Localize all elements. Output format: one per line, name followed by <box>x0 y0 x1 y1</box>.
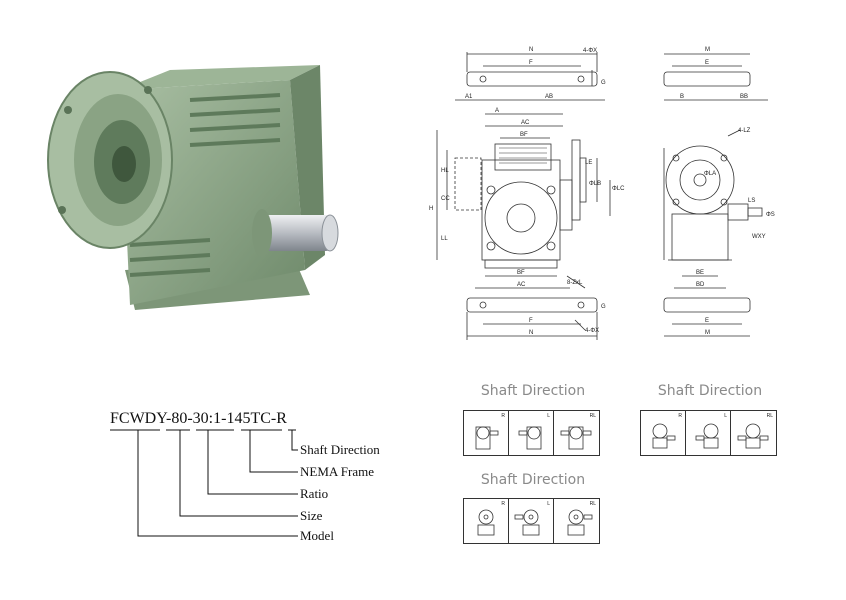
dim-wxy: WXY <box>752 234 766 240</box>
cell-label: R <box>501 501 505 507</box>
dim-cc: CC <box>441 196 450 202</box>
dim-8zxl: 8-ZxL <box>567 280 583 286</box>
dim-a1: A1 <box>465 94 473 100</box>
dim-ac-bottom: AC <box>517 282 526 288</box>
dim-be: BE <box>696 270 704 276</box>
dim-4lz: 4-LZ <box>738 128 751 134</box>
dim-lb: ΦLB <box>589 181 601 187</box>
dim-f-bottom: F <box>529 318 533 324</box>
dim-le: LE <box>585 160 592 166</box>
cell-label: RL <box>766 413 773 419</box>
dim-m-bottom: M <box>705 330 710 336</box>
code-sep: - <box>270 410 277 427</box>
shaft-direction-cell-l: L <box>686 411 731 455</box>
dim-e-bottom: E <box>705 318 709 324</box>
code-ratio: 30:1 <box>192 410 222 427</box>
shaft-direction-cell-rl: RL <box>554 499 599 543</box>
shaft-direction-group-1: R L RL <box>463 410 600 456</box>
dim-h: H <box>429 206 433 212</box>
dim-m-top: M <box>705 47 710 53</box>
shaft-direction-cell-rl: RL <box>554 411 599 455</box>
label-size: Size <box>300 508 323 523</box>
dim-4x-bottom: 4-ΦX <box>585 328 599 334</box>
cell-label: RL <box>589 413 596 419</box>
cell-label: L <box>547 413 550 419</box>
label-ratio: Ratio <box>300 486 329 501</box>
label-shaft-direction: Shaft Direction <box>300 442 380 457</box>
shaft-direction-cell-r: R <box>464 411 509 455</box>
shaft-direction-cell-l: L <box>509 499 554 543</box>
code-model: FCWDY <box>110 410 167 427</box>
cell-label: RL <box>589 501 596 507</box>
cell-label: L <box>724 413 727 419</box>
dim-bd: BD <box>696 282 705 288</box>
dim-ab: AB <box>545 94 553 100</box>
code-shaft: R <box>276 410 287 427</box>
code-size: 80 <box>171 410 188 427</box>
model-code-diagram: FCWDY-80-30:1-145TC-R Shaft Direction NE… <box>110 410 410 550</box>
dim-a: A <box>495 108 499 114</box>
dim-bf: BF <box>520 132 528 138</box>
dim-bb: BB <box>740 94 748 100</box>
dim-s: ΦS <box>766 212 775 218</box>
dim-g-bottom: G <box>601 304 606 310</box>
shaft-direction-title-1: Shaft Direction <box>480 383 586 399</box>
gearbox-photo <box>47 65 339 310</box>
dim-4x-top: 4-ΦX <box>583 48 597 54</box>
dim-la: ΦLA <box>704 171 716 177</box>
code-nema: 145TC <box>226 410 271 427</box>
code-sep: - <box>187 410 193 427</box>
model-code-leader-lines <box>110 429 298 537</box>
shaft-direction-cell-rl: RL <box>731 411 776 455</box>
shaft-direction-title-2: Shaft Direction <box>657 383 763 399</box>
dim-lc: ΦLC <box>612 186 625 192</box>
dim-hl: HL <box>441 168 449 174</box>
shaft-direction-cell-l: L <box>509 411 554 455</box>
cell-label: R <box>501 413 505 419</box>
dim-n-top: N <box>529 47 533 53</box>
front-view-drawing: N F 4-ΦX G A1 AB A AC BF HL CC H LL LE Φ… <box>429 47 625 340</box>
dim-ac: AC <box>521 120 530 126</box>
label-model: Model <box>300 528 334 543</box>
shaft-direction-title-3: Shaft Direction <box>480 472 586 488</box>
shaft-direction-cell-r: R <box>464 499 509 543</box>
shaft-direction-group-3: R L RL <box>463 498 600 544</box>
dim-bf-bottom: BF <box>517 270 525 276</box>
dim-b: B <box>680 94 684 100</box>
dim-g-top: G <box>601 80 606 86</box>
dim-e-top: E <box>705 60 709 66</box>
dim-f-top: F <box>529 60 533 66</box>
shaft-direction-group-2: R L RL <box>640 410 777 456</box>
dim-ls: LS <box>748 198 755 204</box>
side-view-drawing: M E B BB 4-LZ ΦLA LS ΦS WXY BE BD E M <box>663 47 775 337</box>
cell-label: R <box>678 413 682 419</box>
dim-n-bottom: N <box>529 330 533 336</box>
label-nema-frame: NEMA Frame <box>300 464 375 479</box>
dim-ll: LL <box>441 236 448 242</box>
code-sep: - <box>166 410 172 427</box>
code-sep: - <box>221 410 227 427</box>
cell-label: L <box>547 501 550 507</box>
shaft-direction-cell-r: R <box>641 411 686 455</box>
model-code: FCWDY-80-30:1-145TC-R <box>110 410 287 428</box>
